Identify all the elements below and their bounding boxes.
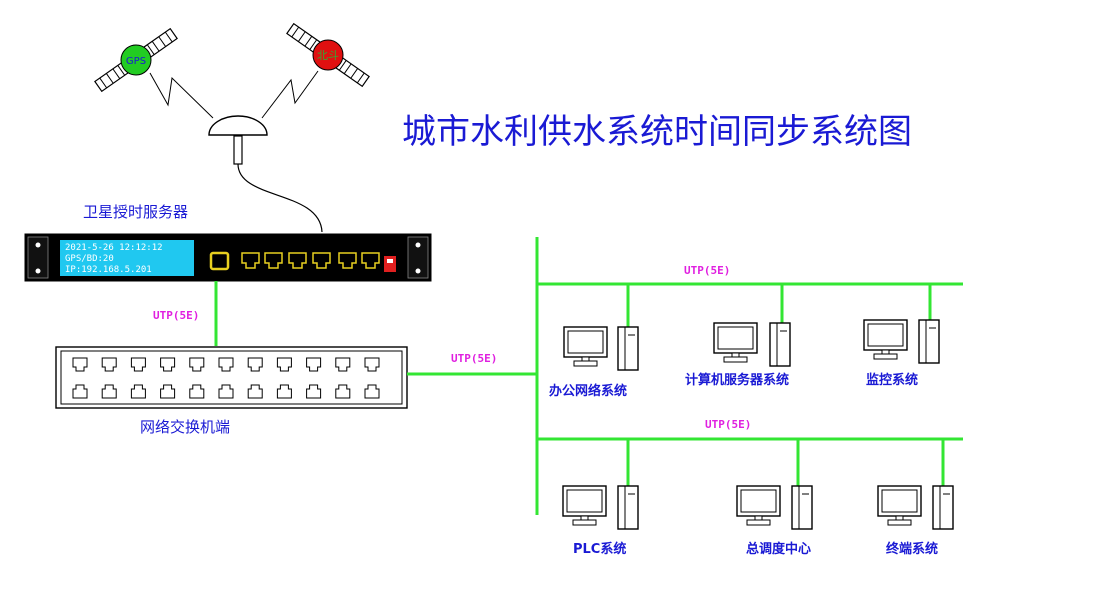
switch-port-icon — [189, 384, 205, 399]
switch-port-icon — [364, 384, 380, 399]
switch-port-icon — [72, 384, 88, 399]
server-ports — [209, 251, 380, 271]
workstation-monitor-icon — [863, 319, 940, 364]
workstation-server-icon — [713, 322, 791, 367]
workstation-plc-icon — [562, 485, 639, 530]
switch-port-icon — [189, 357, 205, 372]
gps-signal-line — [149, 72, 214, 119]
label-server-system: 计算机服务器系统 — [685, 372, 789, 388]
switch-port-icon — [276, 384, 292, 399]
network-switch-device — [55, 346, 408, 409]
utp-label-top-branch: UTP(5E) — [684, 264, 730, 277]
switch-label: 网络交换机端 — [140, 418, 230, 436]
time-server-device: 2021-5-26 12:12:12 GPS/BD:20 IP:192.168.… — [24, 233, 432, 282]
gps-label: GPS — [126, 56, 146, 67]
utp-label-bottom-branch: UTP(5E) — [705, 418, 751, 431]
label-plc-system: PLC系统 — [573, 541, 626, 557]
switch-port-icon — [335, 384, 351, 399]
switch-port-icon — [306, 384, 322, 399]
workstation-terminal-icon — [877, 485, 954, 530]
antenna-icon — [208, 115, 323, 233]
server-power-indicator — [384, 256, 396, 272]
switch-port-icon — [247, 384, 263, 399]
label-dispatch-center: 总调度中心 — [746, 541, 811, 557]
lcd-satellites: GPS/BD:20 — [65, 254, 114, 264]
switch-port-icon — [306, 357, 322, 372]
switch-port-icon — [101, 357, 117, 372]
switch-ports — [72, 357, 380, 399]
label-monitor-system: 监控系统 — [866, 372, 918, 388]
switch-port-icon — [160, 357, 176, 372]
lcd-ip: IP:192.168.5.201 — [65, 265, 152, 275]
server-label: 卫星授时服务器 — [83, 203, 188, 221]
label-office-system: 办公网络系统 — [549, 383, 627, 399]
switch-port-icon — [72, 357, 88, 372]
server-lcd-screen — [60, 240, 194, 276]
workstation-dispatch-icon — [736, 485, 813, 530]
lcd-datetime: 2021-5-26 12:12:12 — [65, 243, 163, 253]
gps-satellite-icon: GPS — [94, 27, 178, 93]
switch-port-icon — [247, 357, 263, 372]
switch-port-icon — [160, 384, 176, 399]
beidou-label: 北斗 — [317, 49, 339, 62]
switch-port-icon — [276, 357, 292, 372]
switch-port-icon — [130, 357, 146, 372]
switch-port-icon — [218, 384, 234, 399]
beidou-satellite-icon: 北斗 — [286, 22, 370, 88]
beidou-signal-line — [261, 70, 319, 119]
switch-port-icon — [130, 384, 146, 399]
switch-port-icon — [335, 357, 351, 372]
switch-port-icon — [101, 384, 117, 399]
diagram-title: 城市水利供水系统时间同步系统图 — [402, 112, 912, 152]
label-terminal-system: 终端系统 — [886, 541, 938, 557]
utp-label-server-switch: UTP(5E) — [153, 309, 199, 322]
switch-port-icon — [364, 357, 380, 372]
utp-label-switch-bus: UTP(5E) — [451, 352, 497, 365]
workstation-office-icon — [563, 326, 639, 371]
switch-port-icon — [218, 357, 234, 372]
